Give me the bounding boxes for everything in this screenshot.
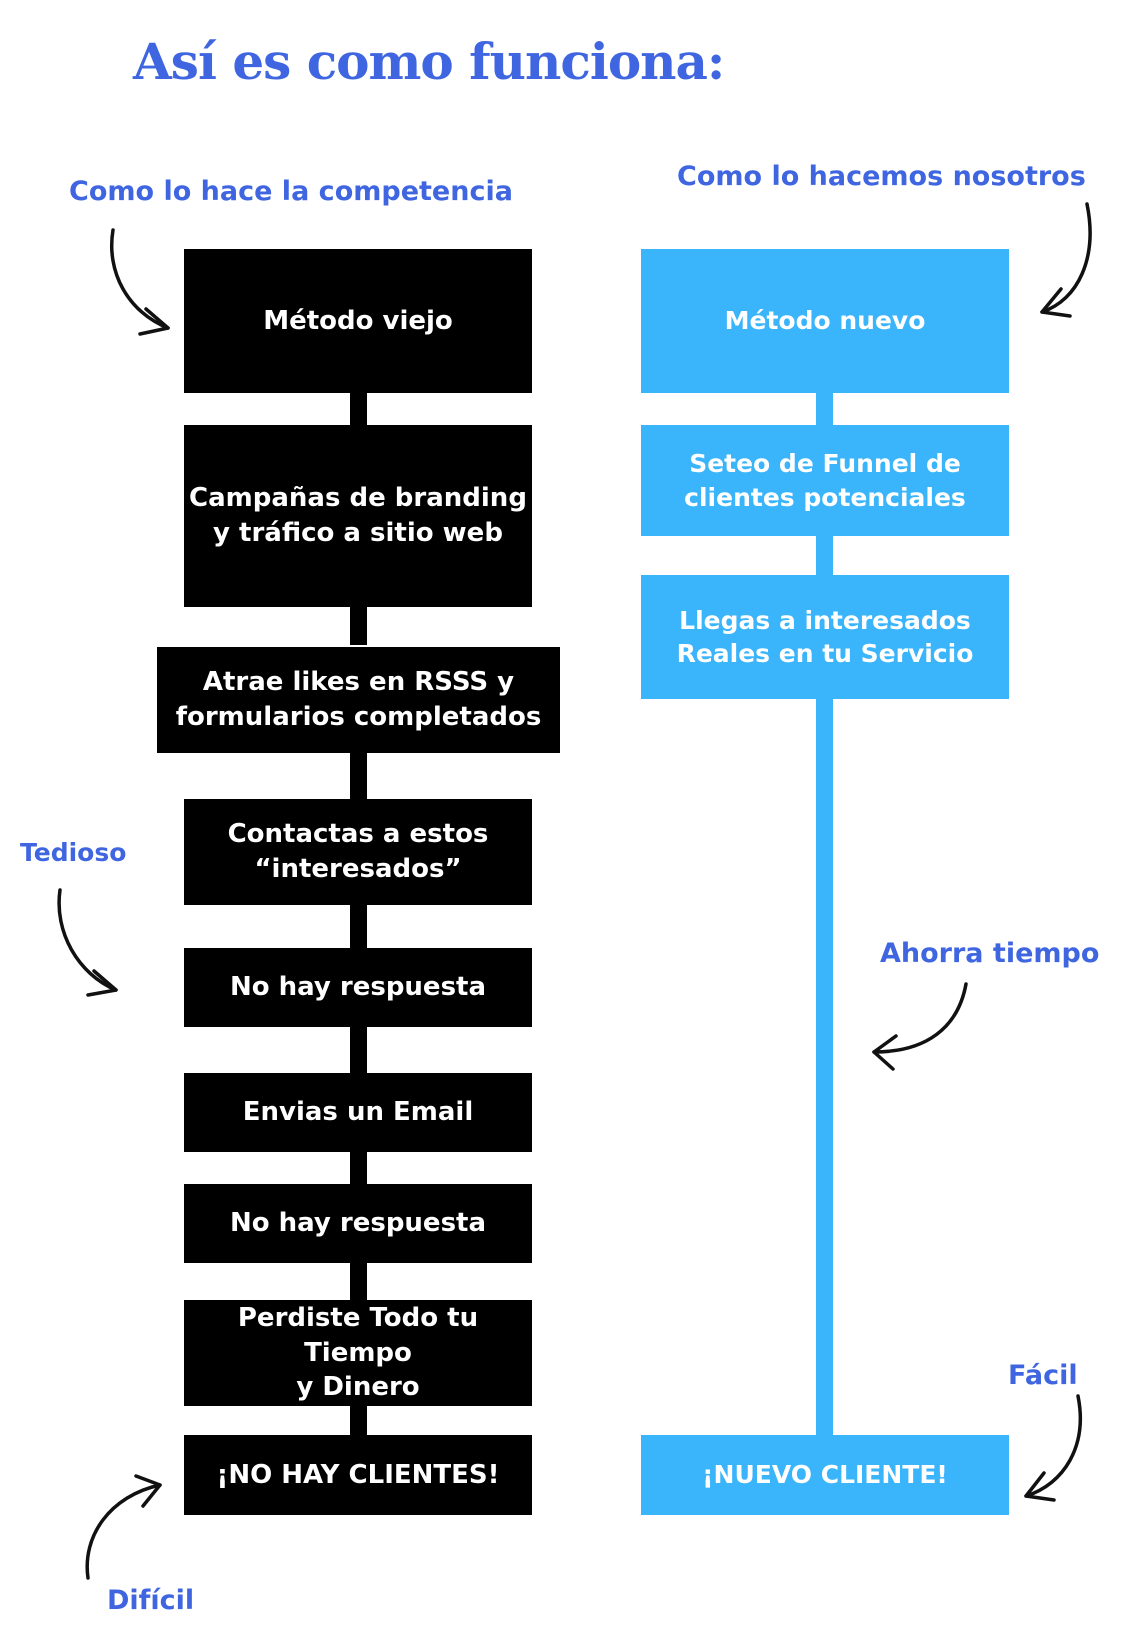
left-connector	[350, 390, 367, 425]
left-connector	[350, 1260, 367, 1300]
left-step-box: Envias un Email	[184, 1073, 532, 1152]
left-step-label: Perdiste Todo tu Tiempo y Dinero	[237, 1302, 479, 1403]
right-step-box: Método nuevo	[641, 249, 1009, 393]
right-step-box: Seteo de Funnel de clientes potenciales	[641, 425, 1009, 536]
right-step-label: Seteo de Funnel de clientes potenciales	[684, 449, 966, 512]
left-step-label: Campañas de branding y tráfico a sitio w…	[189, 483, 527, 548]
left-step-box: Campañas de branding y tráfico a sitio w…	[184, 425, 532, 607]
left-step-box: No hay respuesta	[184, 1184, 532, 1263]
right-connector	[816, 695, 833, 1435]
left-step-box: ¡NO HAY CLIENTES!	[184, 1435, 532, 1515]
left-connector	[350, 1405, 367, 1435]
left-step-label: Envias un Email	[242, 1097, 474, 1128]
left-connector	[350, 750, 367, 800]
right-step-box: ¡NUEVO CLIENTE!	[641, 1435, 1009, 1515]
left-step-box: Atrae likes en RSSS y formularios comple…	[157, 647, 560, 753]
left-step-label: Atrae likes en RSSS y formularios comple…	[175, 667, 542, 732]
left-step-label: No hay respuesta	[229, 972, 487, 1003]
left-step-box: Contactas a estos “interesados”	[184, 799, 532, 905]
right-connector	[816, 390, 833, 425]
left-step-label: Contactas a estos “interesados”	[227, 819, 489, 884]
note-facil: Fácil	[1008, 1360, 1078, 1391]
left-connector	[350, 1025, 367, 1075]
left-step-label: No hay respuesta	[229, 1208, 487, 1239]
left-step-label: Método viejo	[263, 305, 453, 336]
left-connector	[350, 605, 367, 645]
page-title: Así es como funciona:	[133, 32, 725, 91]
right-step-label: ¡NUEVO CLIENTE!	[702, 1460, 948, 1490]
right-step-label: Llegas a interesados Reales en tu Servic…	[676, 605, 974, 669]
right-heading: Como lo hacemos nosotros	[677, 161, 1086, 192]
right-step-box: Llegas a interesados Reales en tu Servic…	[641, 575, 1009, 699]
right-connector	[816, 535, 833, 575]
left-step-label: ¡NO HAY CLIENTES!	[216, 1459, 500, 1490]
note-tedioso: Tedioso	[20, 838, 127, 867]
left-step-box: No hay respuesta	[184, 948, 532, 1027]
left-step-box: Método viejo	[184, 249, 532, 393]
left-connector	[350, 1150, 367, 1185]
note-ahorra-tiempo: Ahorra tiempo	[880, 938, 1100, 969]
note-dificil: Difícil	[107, 1585, 195, 1616]
left-connector	[350, 904, 367, 950]
right-step-label: Método nuevo	[724, 306, 926, 336]
left-heading: Como lo hace la competencia	[69, 176, 513, 207]
left-step-box: Perdiste Todo tu Tiempo y Dinero	[184, 1300, 532, 1406]
